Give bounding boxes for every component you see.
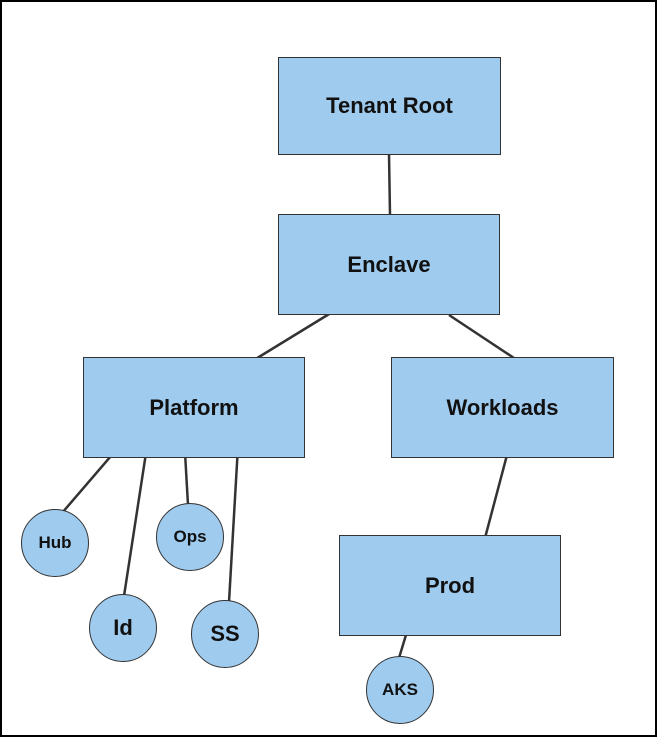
connector-platform-ss xyxy=(227,445,240,603)
prod-node: Prod xyxy=(339,535,561,636)
connector-workloads-prod xyxy=(483,454,509,539)
aks-node: AKS xyxy=(366,656,434,724)
workloads-node: Workloads xyxy=(391,357,614,458)
hub-node: Hub xyxy=(21,509,89,577)
connector-platform-id xyxy=(122,452,148,597)
connector-enclave-workloads xyxy=(448,313,515,360)
id-node: Id xyxy=(89,594,157,662)
ss-node: SS xyxy=(191,600,259,668)
tenant-root-node: Tenant Root xyxy=(278,57,501,155)
platform-node: Platform xyxy=(83,357,305,458)
connector-tenant-root-enclave xyxy=(387,153,392,216)
connector-enclave-platform xyxy=(253,309,335,362)
ops-node: Ops xyxy=(156,503,224,571)
enclave-node: Enclave xyxy=(278,214,500,315)
